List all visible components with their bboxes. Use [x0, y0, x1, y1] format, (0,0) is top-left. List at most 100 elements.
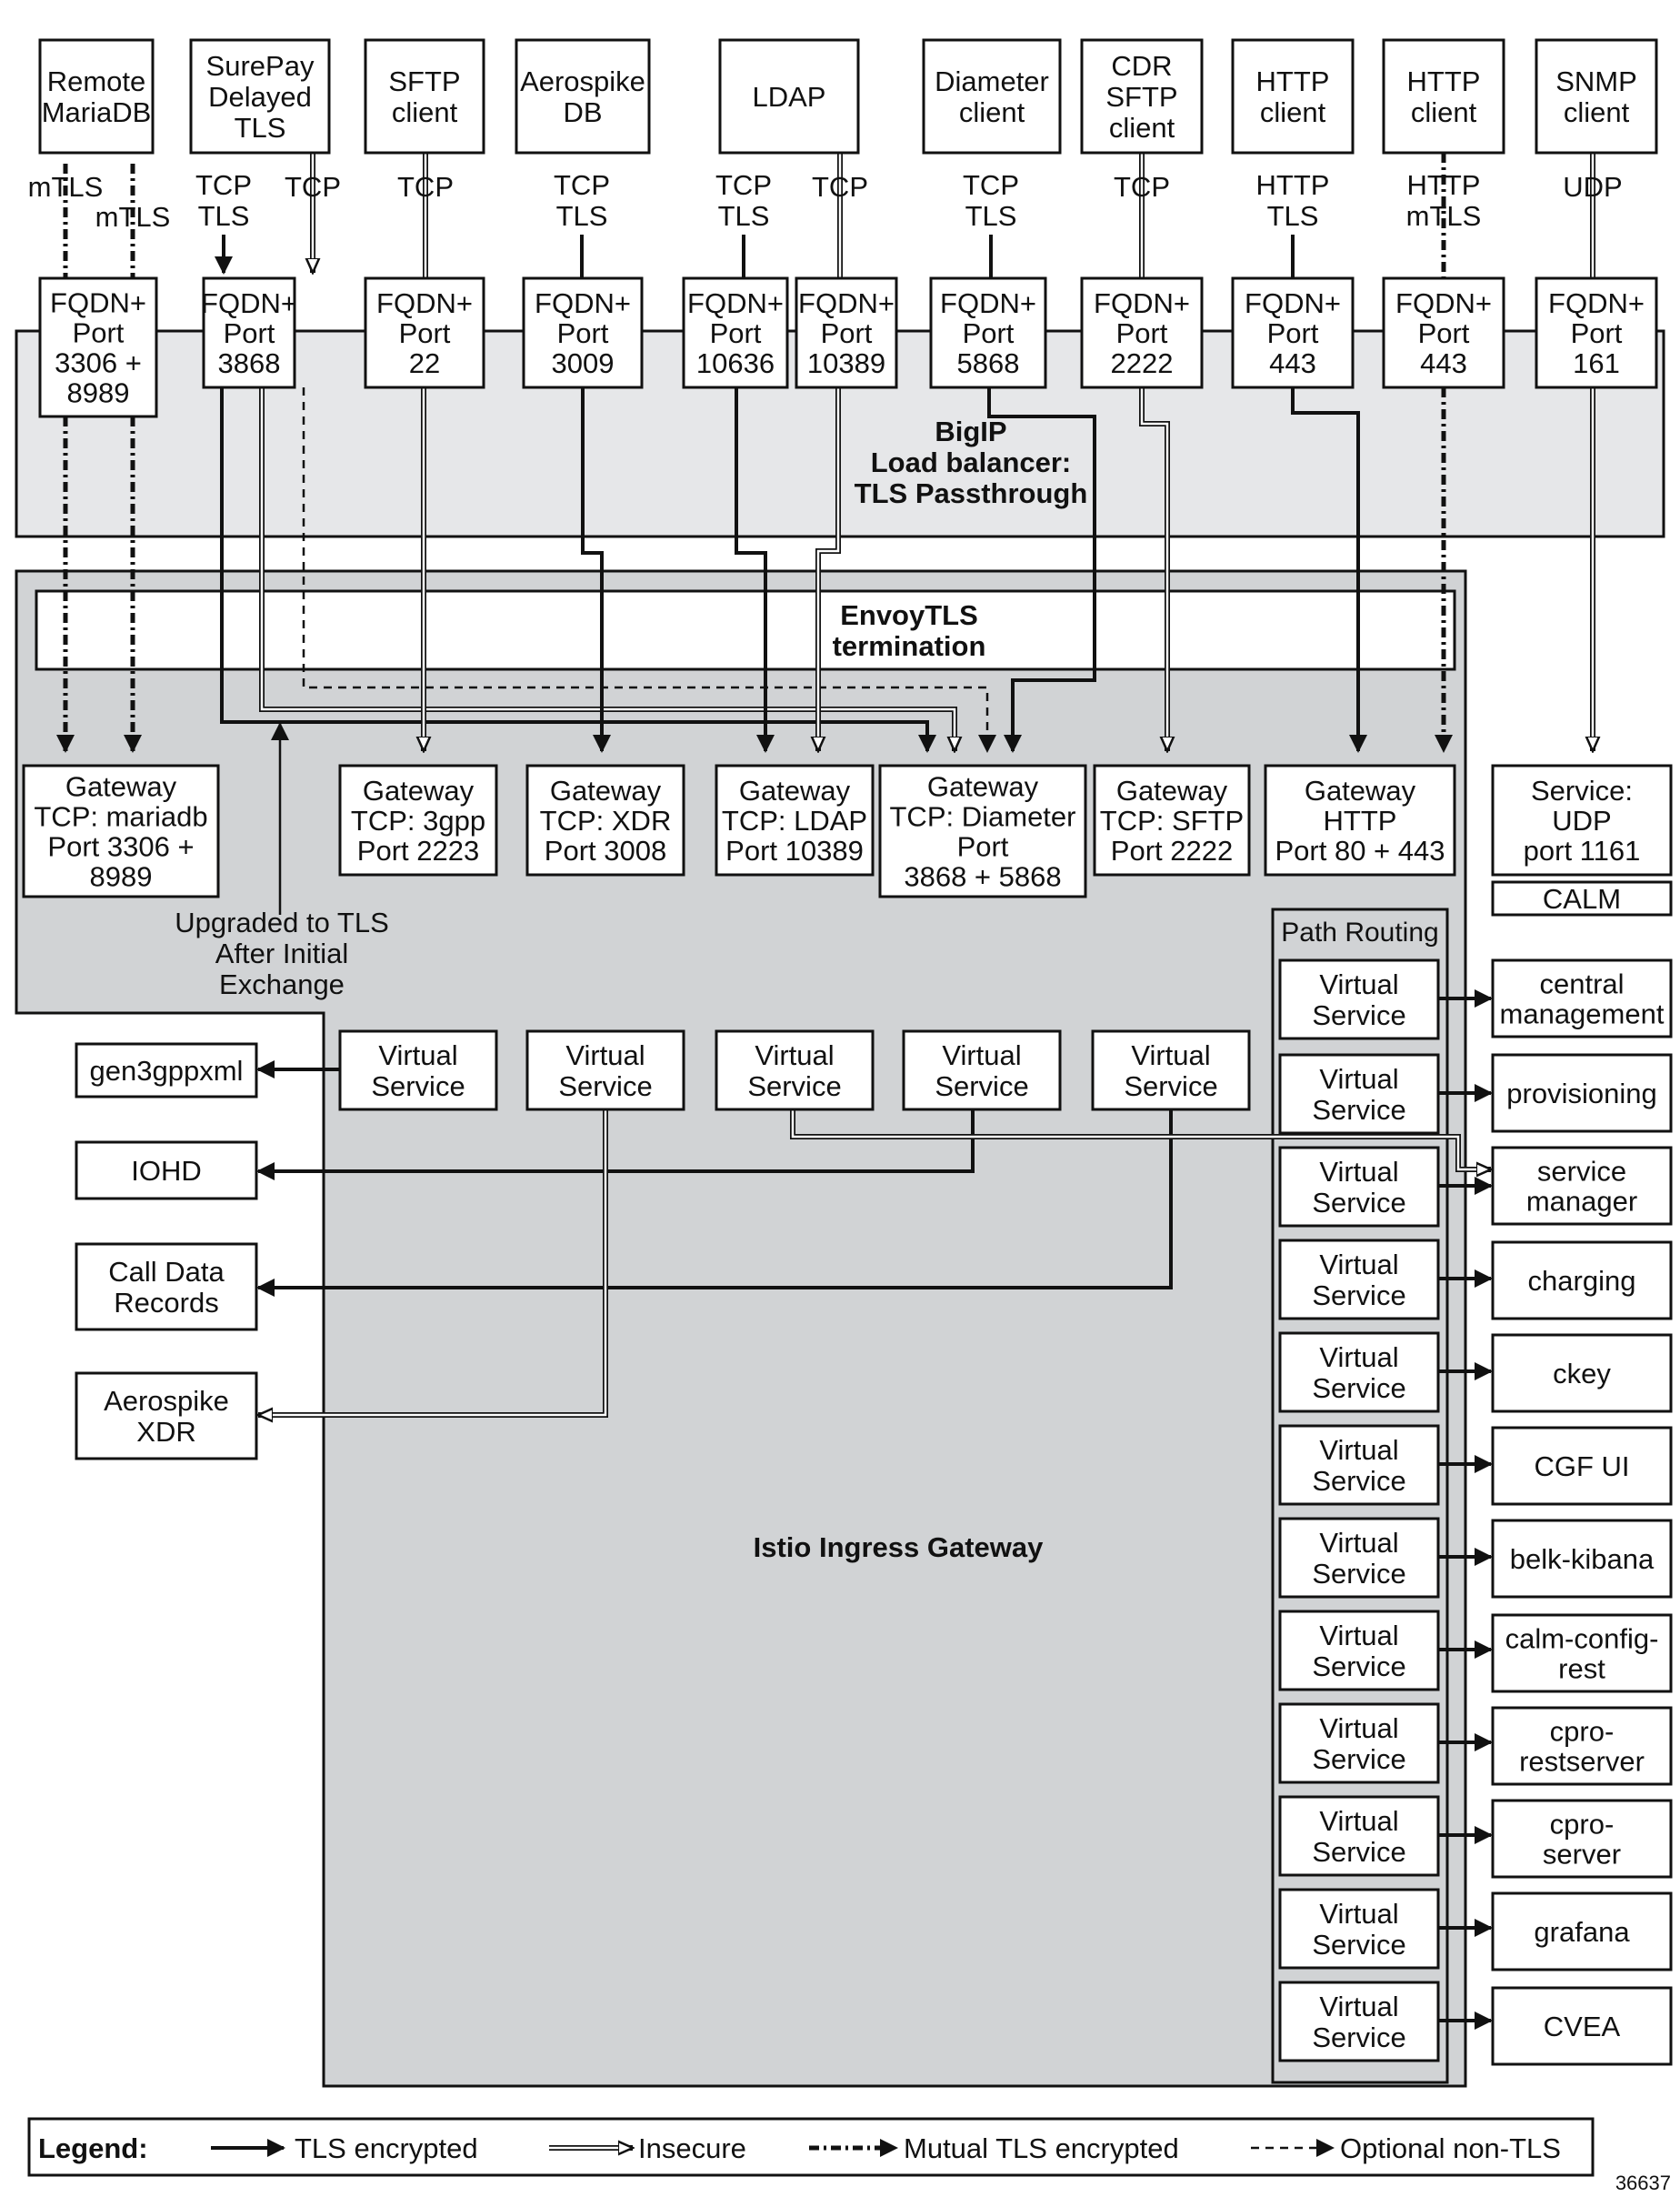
label-line: Call Data — [108, 1256, 225, 1288]
label-line: Service — [1312, 1929, 1405, 1961]
label-line: client — [1260, 96, 1326, 128]
label-line: Load balancer: — [871, 446, 1072, 478]
label-line: FQDN+ — [940, 287, 1036, 319]
label-line: mTLS — [28, 171, 104, 203]
label-line: Gateway — [65, 770, 177, 802]
legend-item-tls: TLS encrypted — [211, 2132, 478, 2164]
label-line: Port — [710, 317, 762, 349]
label-line: Gateway — [550, 775, 662, 807]
label-line: TCP — [554, 169, 610, 201]
label-line: Port 3008 — [545, 835, 666, 867]
service-box-10-frame — [1491, 1706, 1673, 1786]
label-line: Service — [1312, 1558, 1405, 1590]
fqdn-port-box-4-frame — [522, 276, 644, 389]
backend-2: IOHD — [75, 1140, 258, 1200]
label-line: client — [1109, 112, 1175, 144]
label-line: Port — [963, 317, 1015, 349]
label-line: HTTP — [1324, 805, 1397, 837]
label: belk-kibana — [1510, 1543, 1655, 1575]
label-line: service — [1537, 1155, 1626, 1187]
label-line: 2222 — [1111, 347, 1174, 379]
service-box-10: cpro-restserver — [1491, 1706, 1673, 1786]
path-virtual-service-4-frame — [1278, 1239, 1440, 1320]
label-line: Port — [1418, 317, 1470, 349]
label-line: manager — [1526, 1185, 1637, 1217]
label-line: server — [1543, 1838, 1621, 1870]
label-line: 5868 — [957, 347, 1020, 379]
backend-4-frame — [75, 1371, 258, 1460]
label-line: 3009 — [552, 347, 615, 379]
label-line: FQDN+ — [201, 287, 297, 319]
gateway-box-3-frame — [525, 764, 685, 877]
label-line: CVEA — [1544, 2011, 1621, 2042]
service-box-11: cpro-server — [1491, 1799, 1673, 1879]
label-line: Virtual — [378, 1039, 457, 1071]
label-line: TLS — [556, 200, 608, 232]
label-line: 443 — [1269, 347, 1316, 379]
label-line: Service — [558, 1070, 652, 1102]
label-line: 443 — [1420, 347, 1467, 379]
path-virtual-service-11-frame — [1278, 1888, 1440, 1970]
label-line: TCP: SFTP — [1100, 805, 1244, 837]
label-line: 10389 — [807, 347, 885, 379]
label-line: 3868 + 5868 — [904, 860, 1061, 892]
label-line: Virtual — [565, 1039, 645, 1071]
gateway-box-6-frame — [1093, 764, 1251, 877]
label-line: Port — [557, 317, 609, 349]
label: cpro-restserver — [1519, 1715, 1645, 1777]
label: grafana — [1534, 1916, 1630, 1948]
label-line: calm-config- — [1505, 1622, 1659, 1654]
label-line: SurePay — [206, 50, 315, 82]
label-line: Virtual — [1319, 1712, 1398, 1744]
link-ldap-tls — [735, 387, 775, 753]
label-line: cpro- — [1550, 1808, 1615, 1840]
label-line: Virtual — [1319, 1805, 1398, 1837]
label-line: Virtual — [1319, 968, 1398, 1000]
client-box-6-frame — [922, 38, 1062, 155]
link-aerospike — [581, 387, 611, 753]
label-line: Virtual — [1319, 1249, 1398, 1280]
gateway-box-8-frame — [1491, 764, 1673, 877]
label-line: restserver — [1519, 1745, 1645, 1777]
service-box-1-frame — [1491, 880, 1673, 917]
label-line: management — [1500, 998, 1665, 1029]
protocol-label-2: mTLS — [95, 201, 171, 233]
label-line: SFTP — [388, 65, 460, 97]
label-line: UDP — [1552, 805, 1611, 837]
label-line: Gateway — [1116, 775, 1228, 807]
label-line: TLS — [965, 200, 1017, 232]
virtual-service-4-frame — [902, 1029, 1062, 1111]
label-line: Virtual — [1131, 1039, 1210, 1071]
label-line: Port 10389 — [725, 835, 864, 867]
gateway-box-5-frame — [878, 764, 1087, 898]
label-line: provisioning — [1506, 1078, 1656, 1109]
label-line: termination — [833, 630, 986, 662]
fqdn-port-box-2-frame — [202, 276, 296, 389]
label-line: 8989 — [90, 860, 153, 892]
virtual-service-5-frame — [1091, 1029, 1251, 1111]
label-line: TCP — [1114, 171, 1170, 203]
label-line: SFTP — [1105, 81, 1177, 113]
label: gen3gppxml — [90, 1055, 244, 1087]
